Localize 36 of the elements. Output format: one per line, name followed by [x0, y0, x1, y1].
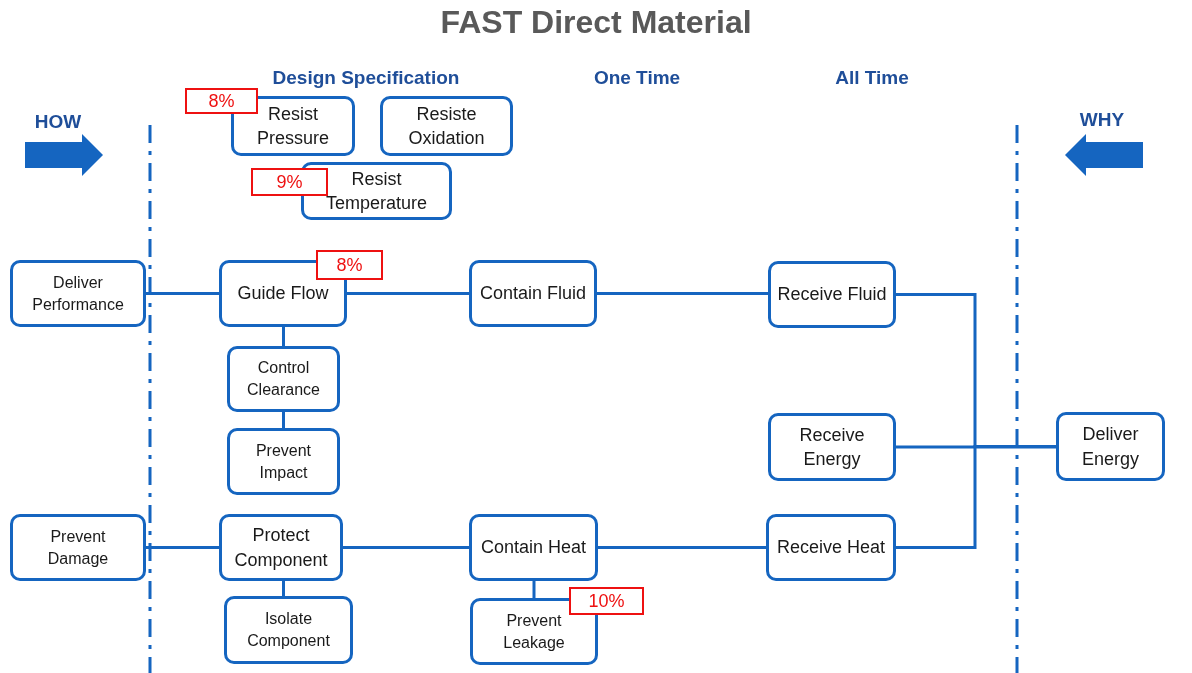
function-box: Receive Fluid: [768, 261, 896, 328]
percentage-tag: 8%: [316, 250, 383, 280]
function-box: Isolate Component: [224, 596, 353, 664]
function-box: Resiste Oxidation: [380, 96, 513, 156]
function-box: Control Clearance: [227, 346, 340, 412]
connector-line: [896, 445, 1056, 549]
function-box: Deliver Performance: [10, 260, 146, 327]
function-box: Receive Energy: [768, 413, 896, 481]
function-box: Deliver Energy: [1056, 412, 1165, 481]
connector-line: [347, 292, 469, 295]
section-heading: All Time: [835, 67, 909, 89]
function-box: Protect Component: [219, 514, 343, 581]
percentage-tag: 8%: [185, 88, 258, 114]
function-box: Contain Heat: [469, 514, 598, 581]
section-heading: Design Specification: [272, 67, 460, 89]
diagram-title: FAST Direct Material: [439, 4, 753, 41]
connector-line: [282, 412, 285, 428]
function-box: Receive Heat: [766, 514, 896, 581]
connector-line: [532, 581, 536, 598]
function-box: Prevent Impact: [227, 428, 340, 495]
connector-line: [598, 546, 766, 549]
section-heading: One Time: [593, 67, 681, 89]
percentage-tag: 9%: [251, 168, 328, 196]
connector-line: [343, 546, 469, 549]
function-box: Contain Fluid: [469, 260, 597, 327]
connector-line: [597, 292, 768, 295]
section-heading: HOW: [34, 111, 82, 133]
function-box: Resist Temperature: [301, 162, 452, 220]
connector-line: [896, 445, 1056, 449]
connector-line: [146, 292, 219, 295]
function-box: Prevent Damage: [10, 514, 146, 581]
connector-line: [146, 546, 219, 549]
section-heading: WHY: [1079, 109, 1125, 131]
connector-line: [282, 327, 285, 346]
percentage-tag: 10%: [569, 587, 644, 615]
connector-line: [282, 581, 285, 596]
